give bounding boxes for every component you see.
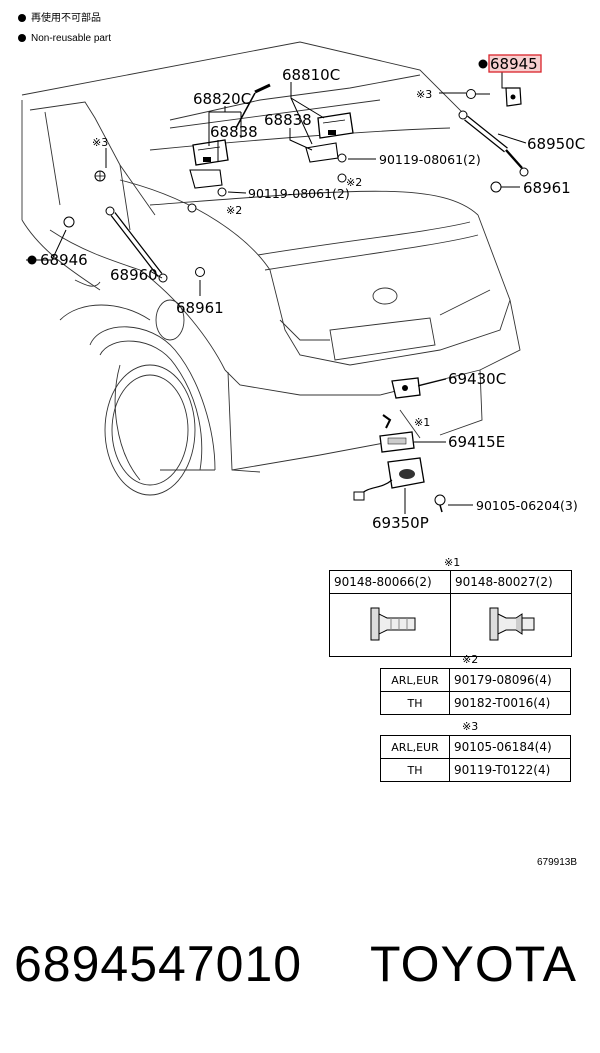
legend-reusable: 再使用不可部品 — [18, 13, 101, 25]
table3-row2-part: 90119-T0122(4) — [449, 758, 571, 782]
highlight-box — [488, 54, 542, 73]
part-label-90119-left[interactable]: 90119-08061(2) — [248, 186, 350, 201]
part-label-68820c[interactable]: 68820C — [193, 90, 251, 108]
part-label-68961-left[interactable]: 68961 — [176, 299, 224, 317]
marker-2-right: ※2 — [346, 176, 362, 189]
diagram-code: 679913B — [537, 857, 578, 868]
car-outline — [21, 41, 521, 496]
part-label-68950c[interactable]: 68950C — [527, 135, 585, 153]
part-label-69415e[interactable]: 69415E — [448, 433, 505, 451]
part-label-90105[interactable]: 90105-06204(3) — [476, 498, 578, 513]
part-label-69430c[interactable]: 69430C — [448, 370, 506, 388]
part-label-68960[interactable]: 68960 — [110, 266, 158, 284]
part-label-68810c[interactable]: 68810C — [282, 66, 340, 84]
legend-non-reusable-text: Non-reusable part — [31, 33, 112, 44]
part-label-68838-right[interactable]: 68838 — [264, 111, 312, 129]
table3-row2-region: TH — [380, 758, 450, 782]
part-label-90119-right[interactable]: 90119-08061(2) — [379, 152, 481, 167]
non-reusable-dot-icon — [478, 59, 488, 69]
marker-3-left: ※3 — [92, 136, 108, 149]
table2-row2-region: TH — [380, 691, 450, 715]
parts-diagram: 68945 68810C 68820C 68838 68838 68950C 9… — [21, 41, 585, 532]
table1-bolt2-cell — [450, 593, 572, 657]
table2-row1-part: 90179-08096(4) — [449, 668, 571, 692]
marker-3-strut: ※3 — [416, 88, 432, 101]
table3-row1-part: 90105-06184(4) — [449, 735, 571, 759]
marker-1: ※1 — [414, 416, 430, 429]
footer-brand: TOYOTA — [370, 936, 577, 992]
clip-bolt-icon — [489, 607, 535, 640]
table2-row1-region: ARL,EUR — [380, 668, 450, 692]
table1-label: ※1 — [444, 556, 461, 569]
table1-col1: 90148-80066(2) — [329, 570, 451, 594]
part-label-68961-right[interactable]: 68961 — [523, 179, 571, 197]
leader-lines — [26, 64, 527, 514]
part-label-69350p[interactable]: 69350P — [372, 514, 429, 532]
footer-part-number: 6894547010 — [14, 936, 303, 992]
non-reusable-dot-icon — [27, 255, 37, 265]
table1-col2: 90148-80027(2) — [450, 570, 572, 594]
bullet-dot-icon — [18, 14, 26, 22]
fastener-table-1: 90148-80066(2) 90148-80027(2) — [329, 570, 572, 657]
flange-bolt-icon — [370, 607, 416, 640]
table2-row2-part: 90182-T0016(4) — [449, 691, 571, 715]
part-shapes — [63, 83, 529, 513]
legend-non-reusable: Non-reusable part — [18, 33, 111, 45]
region-table-3: ARL,EUR 90105-06184(4) TH 90119-T0122(4) — [380, 735, 571, 782]
part-label-68946[interactable]: 68946 — [40, 251, 88, 269]
legend-reusable-text: 再使用不可部品 — [31, 13, 101, 24]
table1-bolt1-cell — [329, 593, 451, 657]
part-label-68945[interactable]: 68945 — [490, 55, 538, 73]
bullet-dot-icon — [18, 34, 26, 42]
part-label-68838-left[interactable]: 68838 — [210, 123, 258, 141]
region-table-2: ARL,EUR 90179-08096(4) TH 90182-T0016(4) — [380, 668, 571, 715]
table3-row1-region: ARL,EUR — [380, 735, 450, 759]
marker-2-left: ※2 — [226, 204, 242, 217]
table3-label: ※3 — [462, 720, 479, 733]
table2-label: ※2 — [462, 653, 479, 666]
